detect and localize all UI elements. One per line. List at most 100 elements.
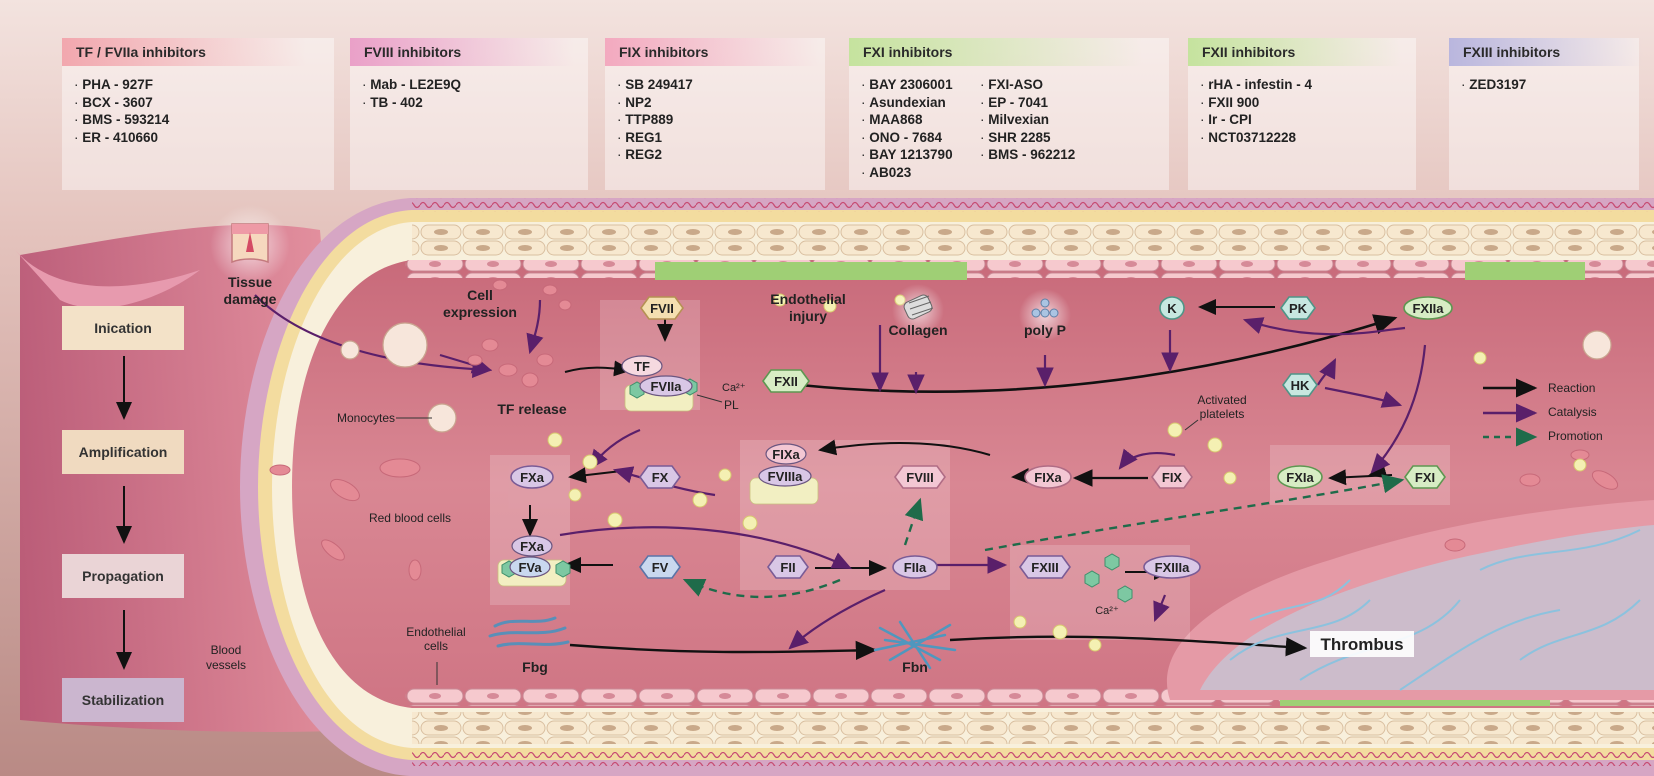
factor-fix-shape: [1151, 465, 1193, 489]
drug-item: Ir - CPI: [1200, 111, 1312, 129]
panel-title: FVIII inhibitors: [350, 38, 574, 66]
thrombus-label-box: [1310, 631, 1414, 657]
complex-fva-shape: [509, 556, 551, 578]
drug-item: ONO - 7684: [861, 129, 953, 147]
drug-item: FXI-ASO: [980, 76, 1075, 94]
panel-fviii-inhibitors: FVIII inhibitors Mab - LE2E9Q TB - 402: [350, 38, 588, 190]
factor-fx-shape: [639, 465, 681, 489]
poly-p-label: poly P: [1024, 322, 1066, 338]
factor-fviii-shape: [894, 465, 946, 489]
drug-list: PHA - 927F BCX - 3607 BMS - 593214 ER - …: [74, 76, 169, 146]
endothelial-cells-label: cells: [424, 639, 448, 653]
factor-fxiia: FXIIa: [1412, 301, 1444, 316]
factor-fxiii-shape: [1019, 555, 1071, 579]
drug-list-col1: BAY 2306001 Asundexian MAA868 ONO - 7684…: [861, 76, 953, 182]
thrombus-label: Thrombus: [1320, 635, 1403, 654]
factor-fiia: FIIa: [904, 560, 927, 575]
factor-fxi-shape: [1404, 465, 1446, 489]
collagen-icon: [892, 284, 944, 336]
drug-item: FXII 900: [1200, 94, 1312, 112]
complex-fviia: FVIIa: [650, 379, 682, 394]
factor-fii: FII: [780, 560, 795, 575]
panel-title: FXII inhibitors: [1188, 38, 1402, 66]
factor-fii-shape: [767, 555, 809, 579]
vessel-wave: [15, 250, 200, 309]
complex-fixa-complex-shape: [765, 443, 807, 465]
fbn-icon: [873, 620, 957, 670]
factor-fx: FX: [652, 470, 669, 485]
pl-label: PL: [724, 398, 739, 412]
drug-list: rHA - infestin - 4 FXII 900 Ir - CPI NCT…: [1200, 76, 1312, 146]
drug-item: SHR 2285: [980, 129, 1075, 147]
blood-vessels-label: vessels: [206, 658, 246, 672]
drug-item: EP - 7041: [980, 94, 1075, 112]
blood-vessels-label: Blood: [211, 643, 242, 657]
panel-title: FIX inhibitors: [605, 38, 819, 66]
complex-fviia-shape: [639, 375, 693, 397]
complex-tf: TF: [634, 359, 650, 374]
factor-fvii-shape: [640, 296, 684, 320]
tissue-damage-icon: [231, 223, 269, 264]
endothelial-cells-label: Endothelial: [406, 625, 465, 639]
panel-fix-inhibitors: FIX inhibitors SB 249417 NP2 TTP889 REG1…: [605, 38, 825, 190]
drug-item: PHA - 927F: [74, 76, 169, 94]
drug-list: ZED3197: [1461, 76, 1526, 94]
cell-expression-label: Cell: [467, 287, 493, 303]
legend-reaction: Reaction: [1548, 381, 1595, 395]
drug-item: MAA868: [861, 111, 953, 129]
drug-item: BMS - 593214: [74, 111, 169, 129]
drug-item: NCT03712228: [1200, 129, 1312, 147]
factor-fxi: FXI: [1415, 470, 1435, 485]
poly-p-icon: [1019, 289, 1071, 341]
drug-item: AB023: [861, 164, 953, 182]
drug-list: SB 249417 NP2 TTP889 REG1 REG2: [617, 76, 693, 164]
factor-hk-shape: [1282, 373, 1318, 397]
endothelial-injury-label: Endothelial: [770, 291, 845, 307]
factor-fxii: FXII: [774, 374, 798, 389]
drug-item: NP2: [617, 94, 693, 112]
factor-fxia: FXIa: [1286, 470, 1314, 485]
drug-item: SB 249417: [617, 76, 693, 94]
drug-item: REG2: [617, 146, 693, 164]
factor-fxiiia-shape: [1143, 555, 1201, 579]
complex-fxa-2: FXa: [520, 539, 545, 554]
factor-k: K: [1167, 301, 1177, 316]
factor-fvii: FVII: [650, 301, 674, 316]
stage-amplification: Amplification: [62, 430, 184, 474]
panel-title: FXI inhibitors: [849, 38, 1143, 66]
fbg-icon: [488, 616, 570, 648]
panel-title: FXIII inhibitors: [1449, 38, 1643, 66]
drug-item: BMS - 962212: [980, 146, 1075, 164]
factor-fviii: FVIII: [906, 470, 933, 485]
factor-fixa-shape: [1024, 465, 1072, 489]
complex-tf-shape: [621, 355, 663, 377]
factor-fv: FV: [652, 560, 669, 575]
factor-fiia-shape: [892, 555, 938, 579]
drug-list: Mab - LE2E9Q TB - 402: [362, 76, 461, 111]
legend-catalysis: Catalysis: [1548, 405, 1597, 419]
ca-label: Ca²⁺: [722, 382, 746, 394]
complex-fviiia: FVIIIa: [768, 469, 803, 484]
fbn-label: Fbn: [902, 659, 928, 675]
tissue-damage-label: Tissue: [228, 274, 272, 290]
drug-item: BCX - 3607: [74, 94, 169, 112]
drug-item: BAY 2306001: [861, 76, 952, 94]
endothelial-injury-label: injury: [789, 308, 827, 324]
red-blood-cells-label: Red blood cells: [369, 511, 451, 525]
legend-promotion: Promotion: [1548, 429, 1603, 443]
complex-fixa-complex: FIXa: [772, 447, 800, 462]
fbg-label: Fbg: [522, 659, 548, 675]
factor-fxii-shape: [762, 369, 810, 393]
factor-fxiia-shape: [1403, 296, 1453, 320]
stage-stabilization: Stabilization: [62, 678, 184, 722]
drug-item: rHA - infestin - 4: [1200, 76, 1312, 94]
collagen-label: Collagen: [888, 322, 947, 338]
tissue-damage-label: damage: [224, 291, 277, 307]
drug-item: TB - 402: [362, 94, 461, 112]
factor-fv-shape: [639, 555, 681, 579]
drug-item: Asundexian: [861, 94, 953, 112]
complex-fviiia-shape: [758, 465, 812, 487]
factor-hk: HK: [1291, 378, 1310, 393]
factor-fxa-1-shape: [510, 465, 554, 489]
